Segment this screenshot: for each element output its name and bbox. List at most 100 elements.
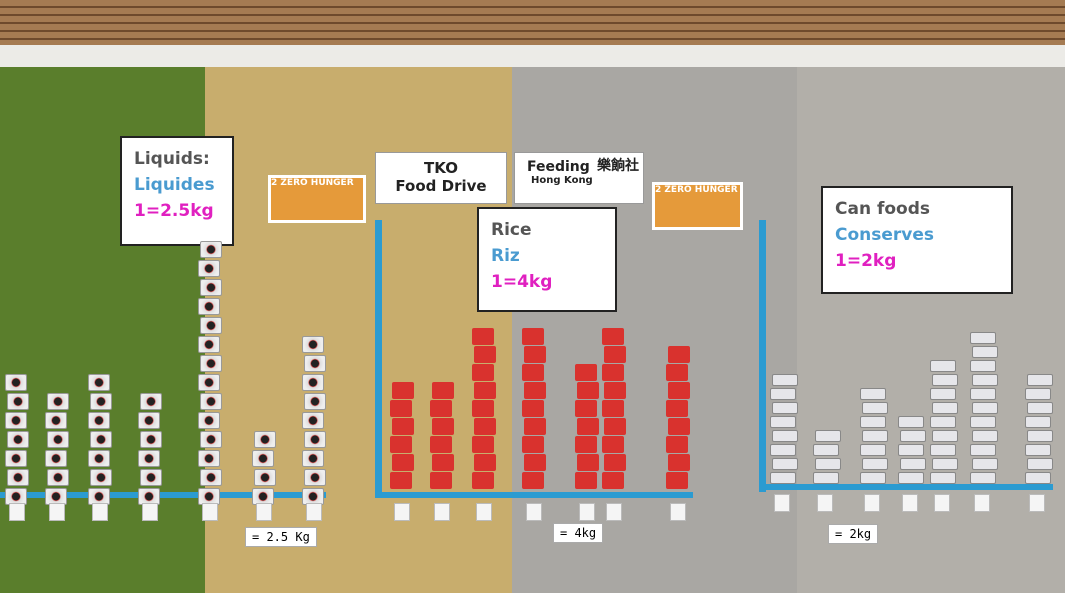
cans-y-axis — [759, 220, 766, 492]
feeding-hk-sign: Feeding Hong Kong 樂餉社 — [514, 152, 644, 204]
rice-item — [577, 418, 599, 435]
rice-column-tag — [606, 503, 622, 521]
tko-title: TKO — [424, 159, 458, 177]
cans-item — [772, 374, 798, 386]
liquids-item — [140, 431, 162, 448]
tko-subtitle: Food Drive — [395, 177, 487, 195]
rice-item — [602, 436, 624, 453]
rice-item — [604, 382, 626, 399]
rice-item — [472, 400, 494, 417]
cans-item — [972, 430, 998, 442]
cans-en: Can foods — [835, 199, 931, 219]
liquids-item — [302, 412, 324, 429]
rice-fr: Riz — [491, 246, 520, 266]
cans-item — [930, 416, 956, 428]
cans-item — [970, 416, 996, 428]
liquids-item — [7, 393, 29, 410]
rice-item — [602, 472, 624, 489]
rice-item — [392, 382, 414, 399]
liquids-item — [47, 469, 69, 486]
rice-item — [472, 328, 494, 345]
cans-item — [770, 388, 796, 400]
feeding-subtitle: Hong Kong — [531, 175, 593, 186]
rice-column-tag — [394, 503, 410, 521]
liquids-item — [5, 374, 27, 391]
liquids-item — [7, 431, 29, 448]
grey-panel-right — [797, 67, 1065, 593]
cans-item — [772, 402, 798, 414]
rice-item — [522, 436, 544, 453]
feeding-chinese: 樂餉社 — [597, 158, 639, 174]
ceiling-beam — [0, 45, 1065, 67]
liquids-column-tag — [9, 503, 25, 521]
cans-item — [972, 346, 998, 358]
liquids-item — [88, 412, 110, 429]
cans-column-tag — [774, 494, 790, 512]
cans-column-tag — [974, 494, 990, 512]
sdg-badge-2: 2 ZERO HUNGER — [652, 182, 743, 230]
rice-item — [522, 364, 544, 381]
rice-item — [602, 328, 624, 345]
cans-item — [972, 374, 998, 386]
liquids-item — [5, 412, 27, 429]
cans-column-tag — [902, 494, 918, 512]
cans-item — [862, 458, 888, 470]
cans-item — [860, 416, 886, 428]
rice-item — [432, 382, 454, 399]
cans-item — [860, 472, 886, 484]
rice-item — [577, 454, 599, 471]
rice-item — [668, 418, 690, 435]
cans-item — [970, 360, 996, 372]
cans-item — [898, 416, 924, 428]
liquids-item — [252, 450, 274, 467]
liquids-item — [302, 450, 324, 467]
cans-item — [900, 458, 926, 470]
cans-x-axis — [759, 484, 1053, 490]
rice-item — [604, 418, 626, 435]
cans-column-tag — [934, 494, 950, 512]
liquids-fr: Liquides — [134, 175, 215, 195]
cans-item — [815, 430, 841, 442]
cans-legend-text: = 2kg — [835, 527, 872, 541]
liquids-item — [304, 431, 326, 448]
liquids-item — [88, 450, 110, 467]
rice-item — [666, 400, 688, 417]
grey-panel — [512, 67, 797, 593]
rice-item — [430, 400, 452, 417]
liquids-legend-text: = 2.5 Kg — [252, 530, 310, 544]
liquids-callout: Liquids: Liquides 1=2.5kg — [120, 136, 234, 246]
rice-item — [432, 418, 454, 435]
liquids-item — [200, 431, 222, 448]
rice-y-axis — [375, 220, 382, 498]
rice-weight: 1=4kg — [491, 272, 553, 292]
rice-item — [668, 346, 690, 363]
cans-item — [970, 444, 996, 456]
cans-item — [932, 430, 958, 442]
liquids-item — [198, 412, 220, 429]
cans-item — [972, 402, 998, 414]
liquids-item — [90, 393, 112, 410]
liquids-item — [5, 450, 27, 467]
rice-item — [430, 472, 452, 489]
liquids-weight: 1=2.5kg — [134, 201, 214, 221]
liquids-item — [47, 431, 69, 448]
liquids-item — [198, 336, 220, 353]
rice-item — [668, 382, 690, 399]
liquids-item — [200, 393, 222, 410]
rice-item — [472, 436, 494, 453]
cans-item — [970, 472, 996, 484]
liquids-legend: = 2.5 Kg — [245, 527, 317, 547]
liquids-item — [88, 374, 110, 391]
cans-column-tag — [1029, 494, 1045, 512]
liquids-item — [140, 469, 162, 486]
rice-item — [474, 346, 496, 363]
cans-item — [813, 472, 839, 484]
liquids-item — [90, 431, 112, 448]
liquids-item — [304, 469, 326, 486]
cans-item — [898, 444, 924, 456]
rice-en: Rice — [491, 220, 532, 240]
rice-item — [432, 454, 454, 471]
liquids-item — [304, 393, 326, 410]
rice-item — [392, 454, 414, 471]
cans-item — [770, 472, 796, 484]
